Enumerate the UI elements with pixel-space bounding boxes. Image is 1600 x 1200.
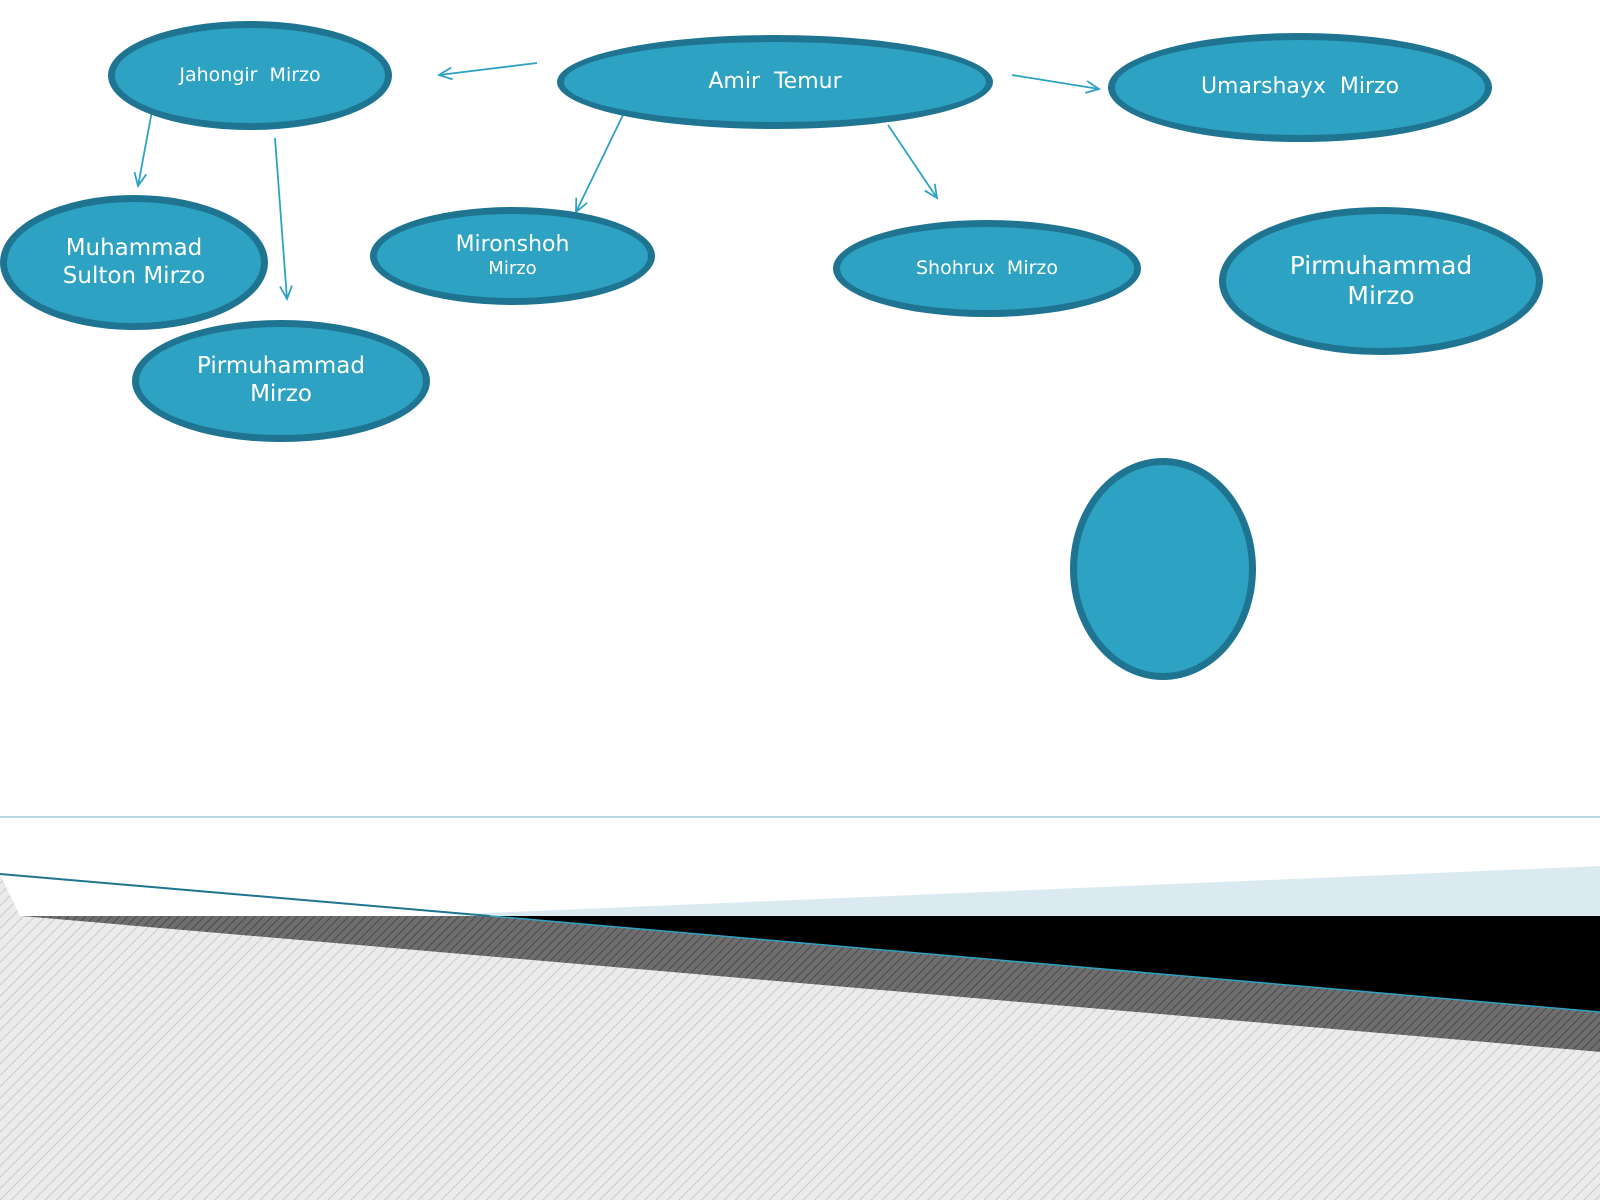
arrow-jahongir-to-pirmuhammad xyxy=(274,137,287,299)
node-mironshoh-mirzo: Mironshoh Mirzo xyxy=(370,207,655,305)
node-umarshayx-label: Umarshayx Mirzo xyxy=(1200,74,1400,100)
arrow-temur-to-umarshayx xyxy=(1011,74,1099,89)
node-shohrux-mirzo: Shohrux Mirzo xyxy=(833,220,1141,317)
node-jahongir-label: Jahongir Mirzo xyxy=(179,64,321,87)
node-muhammad-sulton-line1: Muhammad xyxy=(65,234,203,261)
node-amir-temur: Amir Temur xyxy=(557,35,993,129)
node-pirmuhammad-mirzo-right: Pirmuhammad Mirzo xyxy=(1219,207,1543,355)
node-pirmuhammad-right-line1: Pirmuhammad xyxy=(1289,251,1473,280)
node-pirmuhammad-left-line1: Pirmuhammad xyxy=(197,353,365,380)
node-umarshayx-mirzo: Umarshayx Mirzo xyxy=(1108,33,1492,142)
node-muhammad-sulton-mirzo: Muhammad Sulton Mirzo xyxy=(0,195,268,330)
node-pirmuhammad-left-line2: Mirzo xyxy=(250,381,312,407)
node-mironshoh-line1: Mironshoh xyxy=(455,232,570,257)
node-blank-oval xyxy=(1070,458,1256,680)
arrow-jahongir-to-muhammad-sulton xyxy=(138,110,153,186)
node-muhammad-sulton-line2: Sulton Mirzo xyxy=(62,262,206,289)
arrow-temur-to-shohrux xyxy=(887,124,937,198)
node-shohrux-label: Shohrux Mirzo xyxy=(915,257,1059,280)
arrow-temur-to-jahongir xyxy=(439,62,538,75)
arrow-temur-to-mironshoh xyxy=(576,114,624,212)
node-pirmuhammad-right-line2: Mirzo xyxy=(1347,281,1415,310)
node-mironshoh-line2: Mirzo xyxy=(488,258,537,280)
node-amir-temur-label: Amir Temur xyxy=(708,68,842,94)
node-pirmuhammad-mirzo-left: Pirmuhammad Mirzo xyxy=(132,320,430,442)
node-jahongir-mirzo: Jahongir Mirzo xyxy=(108,21,392,130)
